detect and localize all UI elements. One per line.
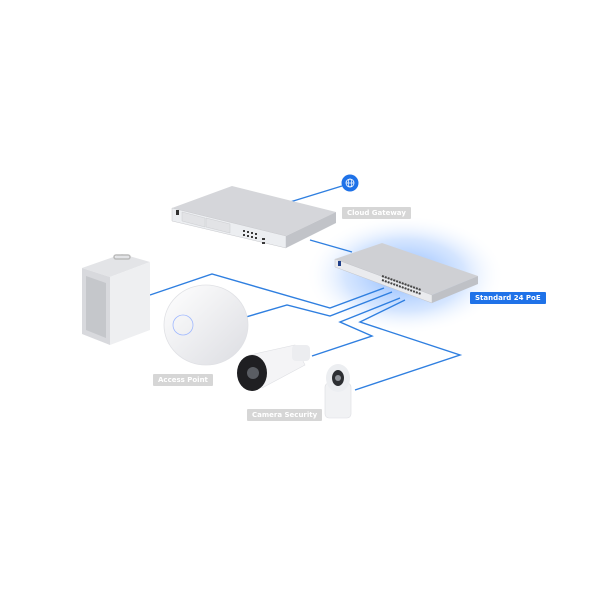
dome-camera-device (324, 364, 352, 419)
link-gateway-switch (309, 239, 353, 253)
network-links (149, 185, 463, 391)
link-switch-access-point (221, 291, 393, 325)
cloud-gateway-label: Cloud Gateway (342, 207, 411, 219)
link-switch-workstation (149, 273, 385, 309)
access-point-device (163, 284, 249, 366)
access-point-label: Access Point (153, 374, 213, 386)
switch-label: Standard 24 PoE (470, 292, 546, 304)
cloud-gateway-device (171, 186, 336, 249)
camera-security-label: Camera Security (247, 409, 323, 421)
standard-24-poe-switch (334, 243, 478, 304)
globe-icon[interactable] (341, 174, 359, 192)
link-switch-bullet-camera (311, 297, 401, 357)
link-switch-dome-camera (354, 299, 463, 391)
workstation-device (82, 254, 150, 345)
bullet-camera-device (237, 344, 310, 391)
link-gateway-internet (289, 185, 343, 203)
